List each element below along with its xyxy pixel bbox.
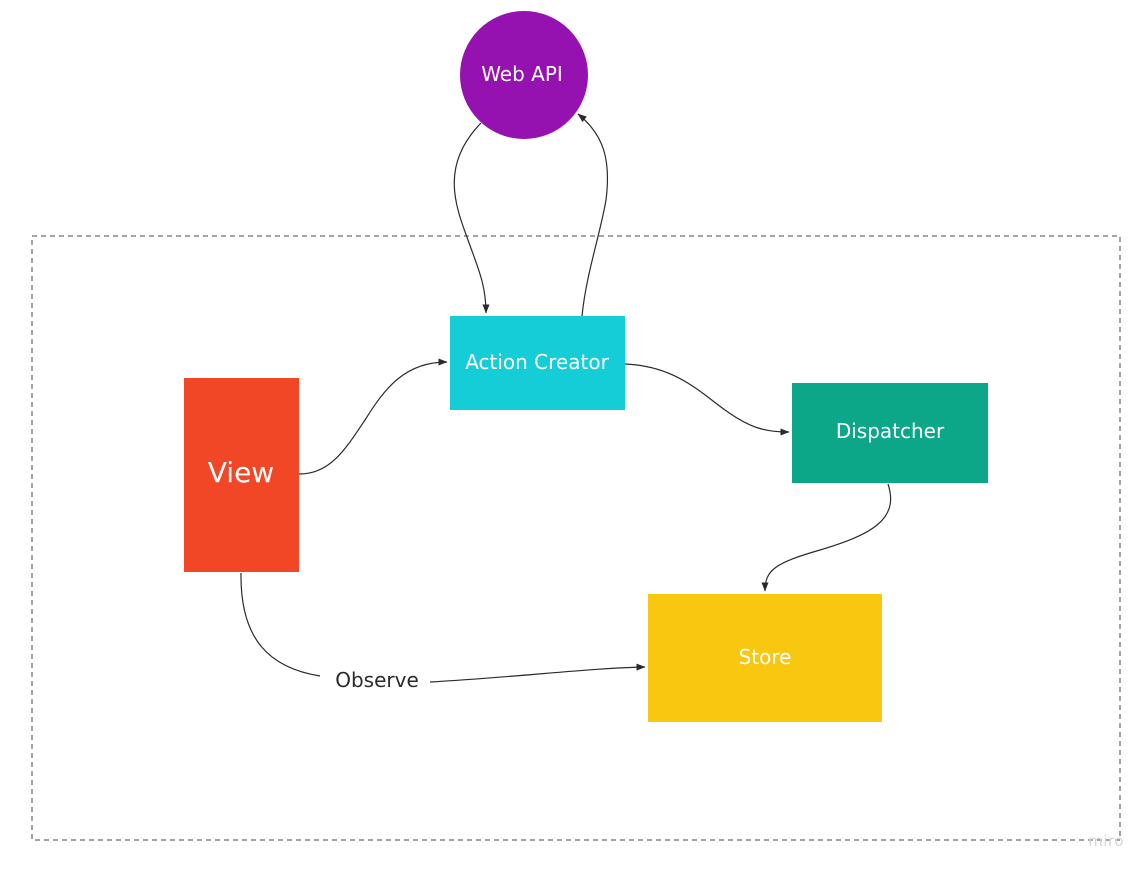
node-store: Store [648,594,882,722]
observe-edge-label: Observe [335,668,419,692]
node-web-api: Web API [460,11,588,139]
edge-view-observe-store [240,572,321,677]
edge-observe-to-store [429,663,646,683]
miro-watermark: miro [1088,832,1124,850]
action-creator-box [450,316,625,410]
view-label: View [208,456,274,489]
action-creator-label: Action Creator [465,350,609,374]
node-view: View [184,378,299,572]
edge-webapi-to-action-creator [453,122,490,314]
edge-action-creator-to-webapi [577,113,609,317]
store-label: Store [739,645,792,669]
view-box [184,378,299,572]
dispatcher-label: Dispatcher [836,419,945,443]
dispatcher-box [792,383,988,483]
node-dispatcher: Dispatcher [792,383,988,483]
edge-view-to-action-creator [298,358,448,475]
web-api-label: Web API [481,62,563,86]
edge-dispatcher-to-store [761,483,892,592]
app-boundary-frame [31,235,1121,841]
store-box [648,594,882,722]
node-action-creator: Action Creator [450,316,625,410]
web-api-circle [460,11,588,139]
edge-action-creator-to-dispatcher [624,363,790,436]
